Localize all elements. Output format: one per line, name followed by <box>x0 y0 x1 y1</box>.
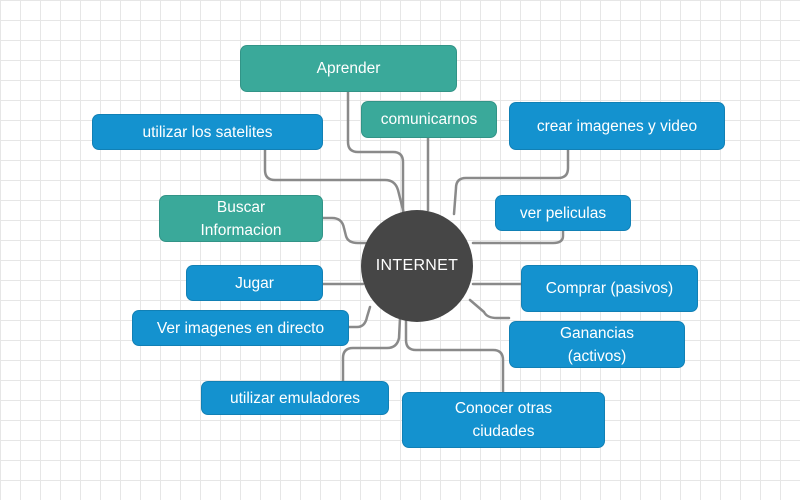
connector-crear-imagenes <box>452 148 570 216</box>
node-label: Aprender <box>316 60 381 77</box>
node-label: Ver imagenes en directo <box>156 319 325 337</box>
node-ver-imagenes-directo[interactable]: Ver imagenes en directo <box>132 310 349 346</box>
connector-buscar-informacion <box>321 216 372 245</box>
connector-ver-imagenes-directo <box>347 305 372 329</box>
connector-utilizar-emuladores <box>341 316 402 383</box>
node-label: comunicarnos <box>380 111 478 128</box>
node-label: ver peliculas <box>519 204 607 222</box>
node-label: utilizar emuladores <box>229 389 361 407</box>
central-node-label: INTERNET <box>375 257 459 274</box>
connector-ver-peliculas <box>471 229 565 245</box>
node-conocer-ciudades[interactable]: Conocer otras ciudades <box>402 392 605 448</box>
node-aprender[interactable]: Aprender <box>240 45 457 92</box>
connector-utilizar-satelites <box>263 148 406 216</box>
connector-aprender <box>346 90 405 214</box>
central-node-internet[interactable]: INTERNET <box>361 210 473 322</box>
connector-ganancias <box>468 298 511 320</box>
node-crear-imagenes[interactable]: crear imagenes y video <box>509 102 725 150</box>
node-label: Ganancias (activos) <box>559 324 635 365</box>
node-comprar[interactable]: Comprar (pasivos) <box>521 265 698 312</box>
node-ganancias[interactable]: Ganancias (activos) <box>509 321 685 368</box>
node-label: utilizar los satelites <box>142 123 273 141</box>
node-label: Comprar (pasivos) <box>545 280 674 297</box>
node-label: Jugar <box>235 274 274 292</box>
connector-conocer-ciudades <box>404 318 505 394</box>
node-ver-peliculas[interactable]: ver peliculas <box>495 195 631 231</box>
node-label: Conocer otras ciudades <box>454 400 553 440</box>
node-jugar[interactable]: Jugar <box>186 265 323 301</box>
node-buscar-informacion[interactable]: Buscar Informacion <box>159 195 323 242</box>
node-comunicarnos[interactable]: comunicarnos <box>361 101 497 138</box>
node-utilizar-emuladores[interactable]: utilizar emuladores <box>201 381 389 415</box>
node-label: crear imagenes y video <box>536 117 698 135</box>
node-utilizar-satelites[interactable]: utilizar los satelites <box>92 114 323 150</box>
node-label: Buscar Informacion <box>200 198 282 239</box>
